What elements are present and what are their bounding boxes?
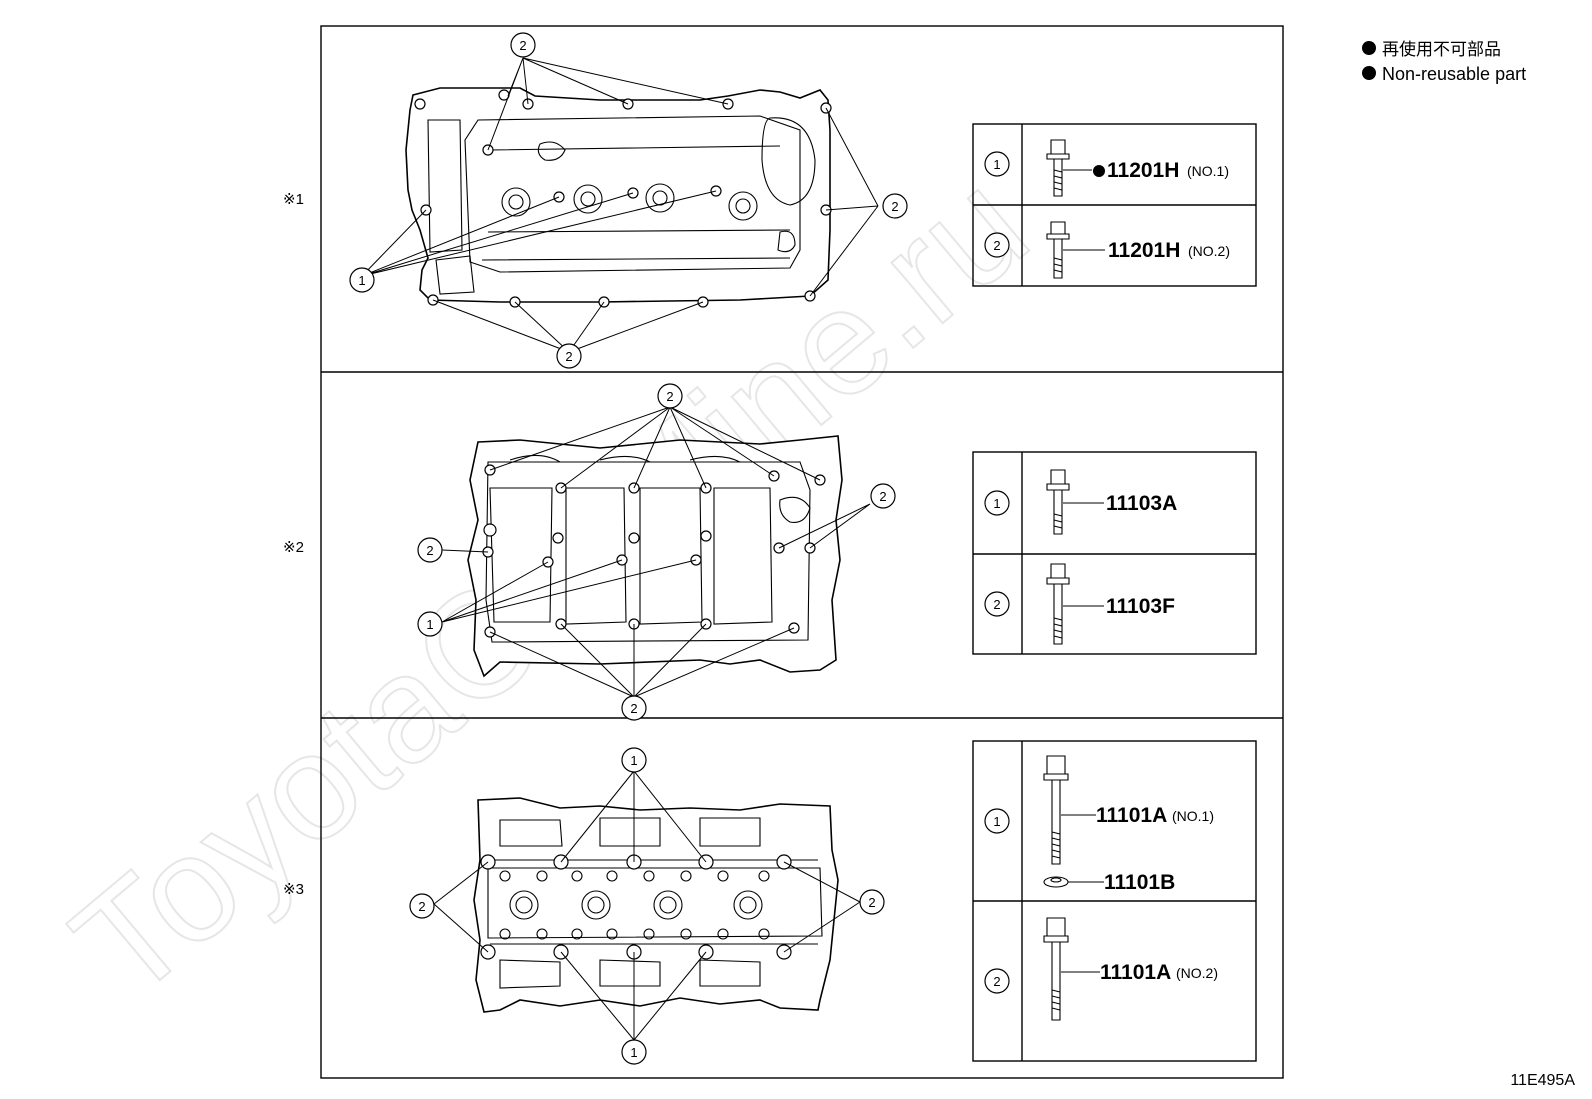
svg-text:2: 2 — [418, 899, 425, 914]
part-number: 11201H — [1108, 239, 1180, 262]
callout-leaders — [433, 770, 861, 1041]
spark-plug-seal — [501, 183, 758, 221]
bolt-icon — [1043, 917, 1069, 1021]
part-number: 11103A — [1106, 492, 1177, 515]
callout-leaders — [361, 57, 879, 353]
bolt-icon — [1043, 755, 1069, 865]
washer-icon — [1043, 876, 1069, 888]
callout-1: 1 — [621, 747, 647, 773]
non-reusable-dot-icon — [1362, 41, 1376, 55]
bolt-icon — [1046, 563, 1070, 645]
callout-2: 2 — [409, 893, 435, 919]
bolt-icon — [1046, 469, 1070, 535]
panel-2-parts-table: 1 2 11103A 11103F — [972, 451, 1257, 655]
callout-2: 2 — [621, 695, 647, 721]
callout-leaders — [441, 406, 871, 698]
part-suffix: (NO.1) — [1172, 808, 1214, 824]
svg-text:1: 1 — [993, 157, 1000, 172]
callout-1: 1 — [621, 1039, 647, 1065]
non-reusable-dot-icon — [1362, 66, 1376, 80]
svg-text:2: 2 — [519, 38, 526, 53]
panel-3-marker: ※3 — [283, 881, 304, 898]
svg-text:2: 2 — [993, 974, 1000, 989]
legend: 再使用不可部品 Non-reusable part — [1362, 39, 1526, 84]
legend-en: Non-reusable part — [1382, 64, 1526, 84]
part-suffix: (NO.2) — [1176, 965, 1218, 981]
bolt-icon — [1046, 221, 1070, 279]
part-number: 11101B — [1104, 871, 1175, 894]
part-number: 11201H — [1107, 159, 1179, 182]
svg-text:2: 2 — [891, 199, 898, 214]
svg-text:1: 1 — [993, 814, 1000, 829]
svg-text:2: 2 — [666, 389, 673, 404]
callout-1: 1 — [417, 611, 443, 637]
callout-2: 2 — [870, 483, 896, 509]
cylinder-head-cover-drawing — [361, 57, 879, 353]
part-number: 11101A — [1100, 961, 1171, 984]
panel-1-parts-table: 1 2 11201H (NO.1) 11201H (NO.2) — [972, 123, 1257, 287]
legend-ja: 再使用不可部品 — [1382, 39, 1501, 59]
svg-text:1: 1 — [426, 617, 433, 632]
panel-1-marker: ※1 — [283, 191, 304, 208]
callout-2: 2 — [882, 193, 908, 219]
callout-2: 2 — [556, 343, 582, 369]
non-reusable-dot-icon — [1093, 165, 1105, 177]
cylinder-block-drawing — [441, 406, 871, 698]
part-suffix: (NO.1) — [1187, 163, 1229, 179]
svg-text:2: 2 — [868, 895, 875, 910]
valve-seats — [499, 870, 770, 940]
callout-2: 2 — [657, 383, 683, 409]
part-number: 11103F — [1106, 595, 1175, 618]
svg-text:2: 2 — [993, 597, 1000, 612]
bolt-icon — [1046, 139, 1070, 197]
svg-text:2: 2 — [879, 489, 886, 504]
svg-text:2: 2 — [993, 238, 1000, 253]
panel-frame — [320, 25, 1284, 1079]
part-suffix: (NO.2) — [1188, 243, 1230, 259]
svg-text:2: 2 — [630, 701, 637, 716]
panel-3-parts-table: 1 2 11101A (NO.1) 11101B 11101A (NO.2) — [972, 740, 1257, 1062]
svg-text:2: 2 — [565, 349, 572, 364]
svg-text:1: 1 — [358, 273, 365, 288]
callout-2: 2 — [510, 32, 536, 58]
panel-2-marker: ※2 — [283, 539, 304, 556]
camshaft-journals — [509, 890, 763, 920]
svg-text:1: 1 — [630, 753, 637, 768]
cylinder-head-drawing — [433, 770, 861, 1041]
svg-text:1: 1 — [630, 1045, 637, 1060]
figure-code: 11E495A — [1510, 1072, 1575, 1089]
callout-2: 2 — [417, 537, 443, 563]
svg-text:2: 2 — [426, 543, 433, 558]
callout-1: 1 — [349, 267, 375, 293]
callout-2: 2 — [859, 889, 885, 915]
part-number: 11101A — [1096, 804, 1167, 827]
svg-text:1: 1 — [993, 496, 1000, 511]
